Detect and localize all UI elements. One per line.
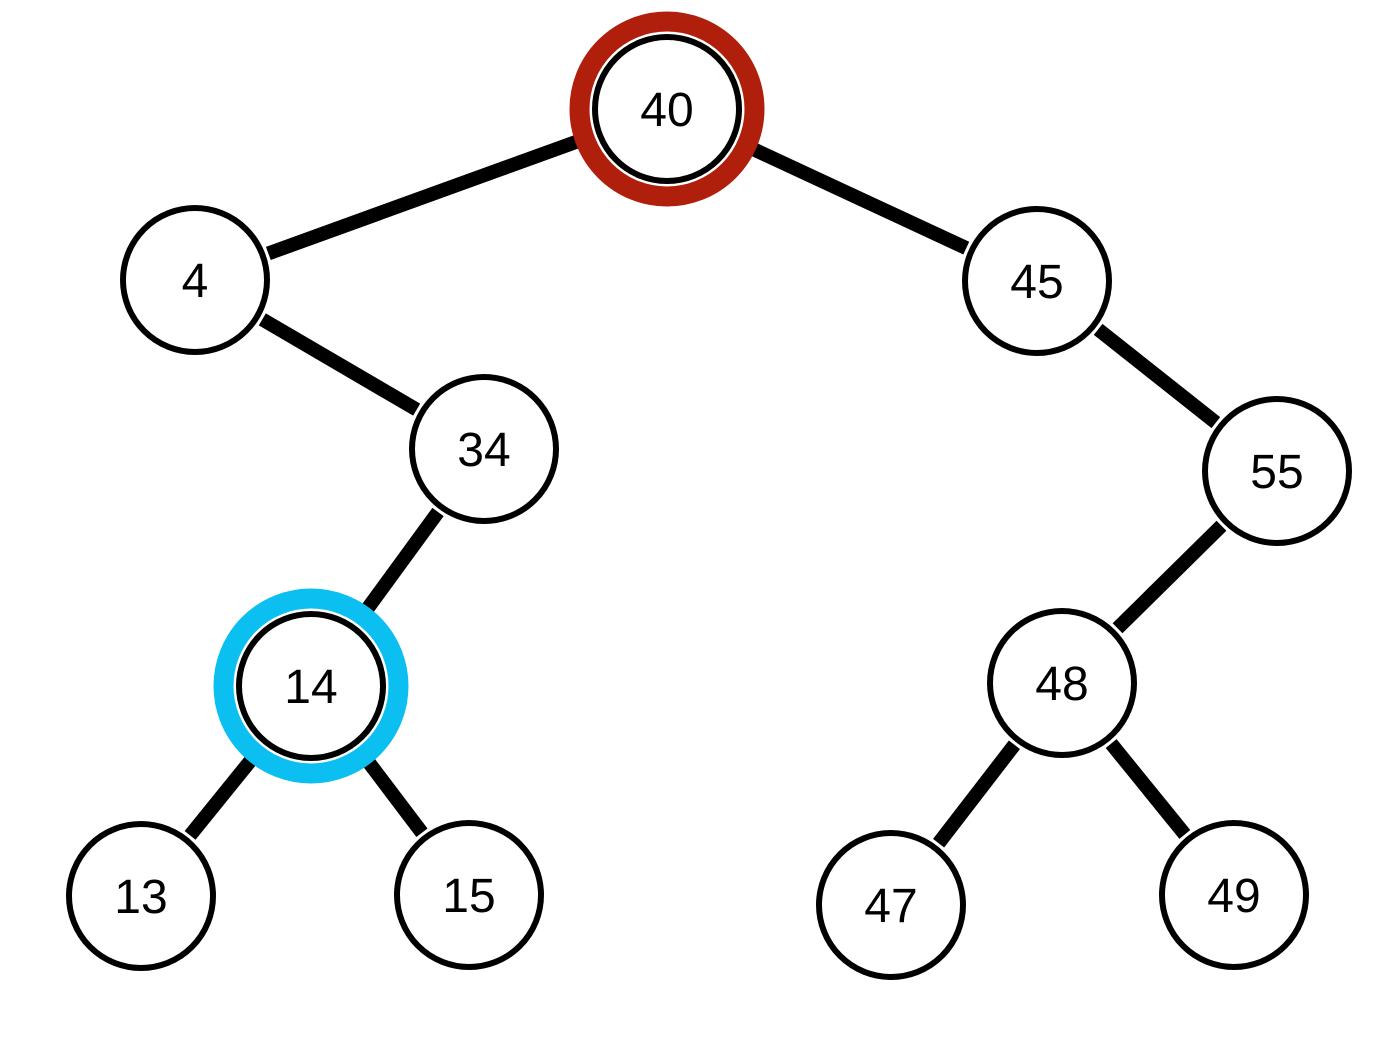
tree-edge-55-48 [1112,520,1227,634]
tree-node-49: 49 [1159,820,1309,970]
node-circle-4 [120,205,270,355]
node-label-40: 40 [640,84,693,137]
node-label-47: 47 [864,880,917,933]
tree-node-40: 40 [592,34,742,184]
node-label-55: 55 [1250,446,1303,499]
node-label-4: 4 [182,255,209,308]
node-circle-34 [409,374,559,524]
node-circle-45 [962,206,1112,356]
tree-edge-34-14 [351,507,444,628]
node-circle-55 [1202,396,1352,546]
tree-edge-48-49 [1105,739,1191,839]
tree-node-47: 47 [816,830,966,980]
tree-node-34: 34 [409,374,559,524]
tree-node-4: 4 [120,205,270,355]
tree-edge-48-47 [933,740,1020,848]
node-label-48: 48 [1035,658,1088,711]
tree-edge-4-34 [258,313,421,416]
highlight-ring-cyan-14 [213,588,409,784]
node-label-34: 34 [457,424,510,477]
node-circle-48 [987,608,1137,758]
tree-node-14: 14 [236,611,386,761]
tree-edge-45-55 [1093,323,1221,429]
node-circle-14 [236,611,386,761]
highlight-ring-red-40 [569,11,765,207]
tree-edge-40-4 [265,128,597,261]
node-label-15: 15 [442,870,495,923]
node-circle-13 [66,821,216,971]
tree-node-45: 45 [962,206,1112,356]
tree-edge-40-45 [734,135,970,255]
tree-node-13: 13 [66,821,216,971]
node-label-49: 49 [1207,870,1260,923]
node-circle-49 [1159,820,1309,970]
node-circle-40 [592,34,742,184]
node-label-45: 45 [1010,256,1063,309]
tree-node-48: 48 [987,608,1137,758]
node-circle-47 [816,830,966,980]
node-circle-15 [394,820,544,970]
tree-node-55: 55 [1202,396,1352,546]
node-label-13: 13 [114,871,167,924]
tree-node-15: 15 [394,820,544,970]
node-label-14: 14 [284,661,337,714]
